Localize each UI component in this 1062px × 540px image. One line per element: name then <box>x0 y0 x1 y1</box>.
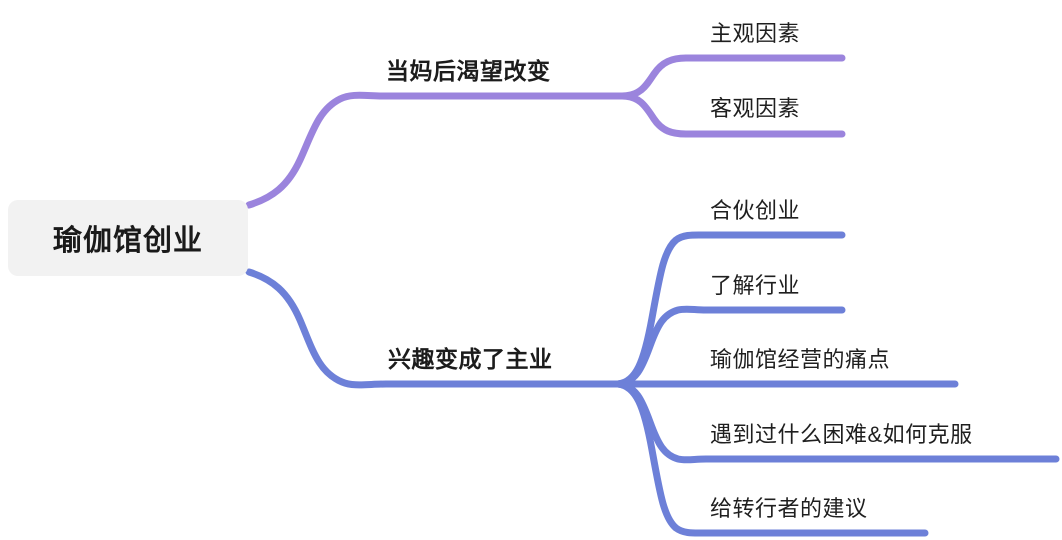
edge-branch-2-to-leaf-2-5 <box>614 380 929 537</box>
leaf-node-1-1-label: 主观因素 <box>710 21 801 46</box>
leaf-node-2-2[interactable]: 了解行业 <box>710 268 800 300</box>
branch-node-1[interactable]: 当妈后渴望改变 <box>386 52 551 86</box>
edge-branch-1-to-leaf-1-2 <box>618 92 846 138</box>
leaf-node-2-3-label: 瑜伽馆经营的痛点 <box>710 347 891 372</box>
branch-node-1-label: 当妈后渴望改变 <box>386 58 551 84</box>
leaf-node-2-3[interactable]: 瑜伽馆经营的痛点 <box>710 342 890 374</box>
root-node-label: 瑜伽馆创业 <box>52 225 203 257</box>
leaf-node-1-1[interactable]: 主观因素 <box>710 16 800 48</box>
edge-root-to-branch-1 <box>245 91 626 209</box>
edge-root-to-branch-2 <box>245 268 622 389</box>
leaf-node-1-2[interactable]: 客观因素 <box>710 91 800 123</box>
branch-node-2[interactable]: 兴趣变成了主业 <box>388 340 553 374</box>
leaf-node-1-2-label: 客观因素 <box>710 96 801 121</box>
edge-branch-1-to-leaf-1-1 <box>618 54 846 100</box>
leaf-node-2-4-label: 遇到过什么困难&如何克服 <box>710 422 973 447</box>
edge-branch-2-to-leaf-2-2 <box>614 305 846 388</box>
leaf-node-2-4[interactable]: 遇到过什么困难&如何克服 <box>710 417 973 449</box>
leaf-node-2-5[interactable]: 给转行者的建议 <box>710 491 868 523</box>
leaf-node-2-2-label: 了解行业 <box>710 273 801 298</box>
leaf-node-2-1[interactable]: 合伙创业 <box>710 193 800 225</box>
leaf-node-2-5-label: 给转行者的建议 <box>710 496 868 521</box>
root-node[interactable]: 瑜伽馆创业 <box>8 200 248 276</box>
leaf-node-2-1-label: 合伙创业 <box>710 198 801 223</box>
branch-node-2-label: 兴趣变成了主业 <box>388 346 553 372</box>
